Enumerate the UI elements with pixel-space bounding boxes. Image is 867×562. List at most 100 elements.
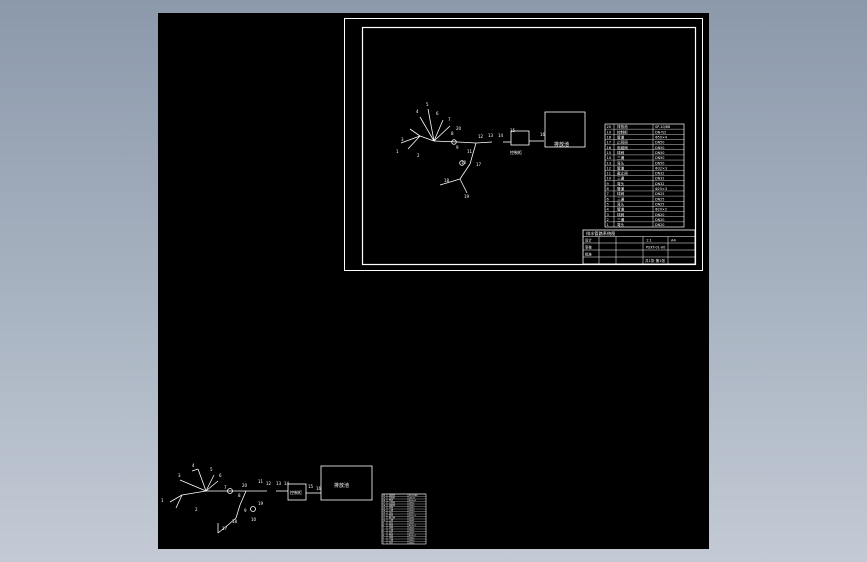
item-label-lower: 1 (161, 498, 164, 503)
lower-list-spec: DN-Y/2 (409, 498, 416, 500)
item-label-upper: 16 (540, 132, 546, 137)
parts-row-spec: DN20 (655, 213, 664, 217)
lower-list-spec: DN32 (409, 518, 415, 520)
parts-row-no: 14 (607, 156, 612, 160)
parts-row-no: 4 (607, 208, 610, 212)
item-label-lower: 3 (178, 473, 181, 478)
parts-row-name: 管道 (617, 207, 625, 212)
lower-list-name: 控制柜 (389, 496, 395, 500)
item-label-upper: 1 (396, 149, 399, 154)
small-box-label: 控制柜 (510, 149, 522, 155)
item-label-lower: 7 (224, 485, 227, 490)
parts-row-spec: DN-Y/2 (655, 130, 666, 134)
lower-list-name: 管道 (389, 513, 393, 517)
lower-list-no: 12 (383, 515, 386, 517)
item-label-upper: 11 (467, 149, 473, 154)
parts-row-spec: DN32 (655, 172, 664, 176)
item-label-upper: 6 (436, 111, 439, 116)
lower-list-no: 3 (383, 538, 385, 540)
parts-row-name: 管道 (617, 186, 625, 191)
lower-piping-diagram (169, 465, 373, 534)
lower-list-no: 14 (383, 510, 386, 512)
parts-row-name: 球阀 (617, 150, 625, 155)
item-label-lower: 4 (192, 463, 195, 468)
lower-list-spec: Φ25×3 (409, 524, 416, 527)
item-label-lower: 8 (238, 493, 241, 498)
parts-row-no: 17 (607, 141, 612, 145)
title-block-drawn: 设计 (585, 238, 592, 243)
lower-list-spec: Φ20×2 (409, 534, 416, 537)
lower-list-name: 弯头 (389, 511, 393, 515)
lower-list-name: 三通 (389, 508, 393, 512)
lower-list-name: 三通 (389, 528, 393, 532)
lower-list-no: 7 (383, 528, 385, 530)
lower-list-spec: DN50 (409, 503, 415, 505)
title-block-drawing-no: PSXT-01-00 (646, 246, 665, 250)
title-block-scale: 1:1 (646, 239, 652, 243)
lower-list-name: 电磁阀 (389, 503, 395, 507)
lower-list-no: 15 (383, 508, 386, 510)
parts-row-name: 球阀 (617, 191, 625, 196)
lower-list-no: 2 (383, 540, 385, 542)
lower-list-name: 球阀 (389, 536, 393, 540)
lower-list-name: 三通 (389, 518, 393, 522)
lower-list-name: 弯头 (389, 541, 393, 545)
item-label-lower: 9 (244, 508, 247, 513)
lower-list-name: 止回阀 (389, 501, 395, 505)
lower-list-name: 弯头 (389, 531, 393, 535)
parts-row-spec: DN50 (655, 151, 664, 155)
item-label-upper: 12 (478, 134, 484, 139)
parts-row-name: 管道 (617, 165, 625, 170)
item-label-upper: 20 (456, 126, 462, 131)
item-label-lower: 19 (258, 501, 264, 506)
lower-list-no: 13 (383, 513, 386, 515)
title-block-approved: 批准 (585, 252, 592, 257)
large-box-label-lower: 排放池 (334, 482, 349, 489)
lower-list-name: 球阀 (389, 506, 393, 510)
lower-list-no: 20 (383, 495, 386, 497)
lower-list-spec: DN25 (409, 528, 415, 530)
parts-row-no: 8 (607, 187, 610, 191)
item-label-lower: 11 (258, 479, 264, 484)
parts-row-no: 13 (607, 161, 612, 165)
lower-list-no: 11 (383, 518, 386, 520)
lower-list-spec: DN50 (409, 505, 415, 507)
lower-list-no: 9 (383, 523, 385, 525)
item-label-upper: 19 (464, 194, 470, 199)
lower-list-no: 8 (383, 525, 385, 527)
item-label-lower: 15 (308, 484, 314, 489)
item-label-upper: 5 (426, 102, 429, 107)
title-block-sheet-info: 共1张 第1张 (645, 258, 665, 263)
parts-row-spec: DN25 (655, 192, 664, 196)
lower-list-spec: DN50 (409, 510, 415, 512)
item-label-upper: 14 (498, 133, 504, 138)
large-box-label: 排放池 (554, 141, 569, 148)
parts-row-no: 11 (607, 172, 612, 176)
parts-row-spec: Φ20×2 (655, 208, 667, 212)
lower-list-name: 三通 (389, 538, 393, 542)
parts-row-name: 电磁阀 (617, 145, 628, 150)
item-label-upper: 7 (448, 117, 451, 122)
drawing-sheet (344, 18, 703, 271)
parts-row-spec: Φ32×3 (655, 166, 667, 170)
lower-list-no: 4 (383, 535, 385, 537)
parts-row-name: 弯头 (617, 222, 625, 227)
small-box-label-lower: 控制柜 (290, 489, 302, 495)
parts-row-no: 7 (607, 192, 609, 196)
lower-list-name: 管道 (389, 533, 393, 537)
lower-list-spec: Φ50×4 (409, 499, 416, 502)
lower-list-spec: DN32 (409, 523, 415, 525)
parts-row-no: 16 (607, 146, 612, 150)
parts-row-no: 3 (607, 213, 609, 217)
upper-piping-diagram (400, 108, 586, 194)
item-label-upper: 15 (510, 128, 516, 133)
item-label-lower: 10 (251, 517, 257, 522)
parts-row-spec: DN25 (655, 197, 664, 201)
parts-row-no: 20 (607, 125, 612, 129)
sheet-outer-border (344, 18, 703, 271)
parts-row-name: 三通 (617, 196, 625, 201)
